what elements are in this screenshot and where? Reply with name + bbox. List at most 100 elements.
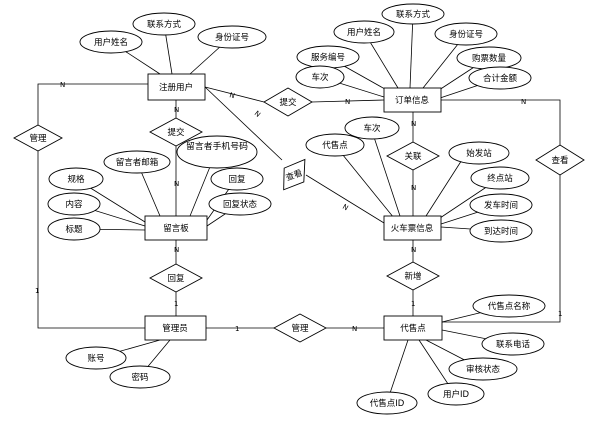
relationship-label: 新增 bbox=[404, 271, 421, 282]
relationship-label: 提交 bbox=[279, 97, 297, 108]
attribute-user-id-card: 身份证号 bbox=[197, 25, 267, 49]
relationship-add: 新增 bbox=[386, 261, 440, 291]
entity-label: 留言板 bbox=[163, 223, 189, 234]
svg-text:购票数量: 购票数量 bbox=[472, 53, 507, 64]
relationship-associate: 关联 bbox=[386, 141, 440, 171]
attribute-order-contact: 联系方式 bbox=[381, 3, 445, 25]
attribute-message-subject: 标题 bbox=[47, 217, 101, 241]
attribute-ticket-agent-point: 代售点 bbox=[305, 133, 365, 157]
relationship-label: 回复 bbox=[167, 273, 185, 284]
cardinality-label: N bbox=[228, 91, 235, 100]
cardinality-label: N bbox=[411, 246, 416, 254]
svg-text:规格: 规格 bbox=[67, 174, 85, 185]
svg-text:审核状态: 审核状态 bbox=[466, 364, 501, 375]
relationship-manage-agent: 管理 bbox=[273, 313, 327, 343]
entity-label: 管理员 bbox=[162, 323, 188, 334]
svg-text:回复状态: 回复状态 bbox=[223, 199, 258, 210]
attribute-agent-id: 代售点ID bbox=[356, 391, 418, 415]
entity-label: 火车票信息 bbox=[391, 223, 434, 234]
cardinality-label: 1 bbox=[174, 300, 178, 308]
relationship-reply: 回复 bbox=[149, 263, 203, 293]
relationship-label: 提交 bbox=[167, 127, 185, 138]
svg-text:合计金额: 合计金额 bbox=[483, 73, 518, 84]
cardinality-label: N bbox=[174, 246, 179, 254]
cardinality-label: N bbox=[345, 98, 350, 106]
svg-text:身份证号: 身份证号 bbox=[215, 32, 249, 43]
svg-text:用户姓名: 用户姓名 bbox=[347, 27, 381, 38]
svg-text:留言者邮箱: 留言者邮箱 bbox=[116, 157, 159, 168]
attribute-user-contact: 联系方式 bbox=[132, 12, 196, 36]
svg-text:联系方式: 联系方式 bbox=[396, 9, 431, 20]
svg-text:车次: 车次 bbox=[363, 123, 381, 134]
svg-text:联系方式: 联系方式 bbox=[147, 19, 182, 30]
svg-text:留言者手机号码: 留言者手机号码 bbox=[186, 141, 248, 152]
attribute-ticket-arrive-time: 到达时间 bbox=[469, 219, 533, 243]
svg-text:账号: 账号 bbox=[87, 354, 104, 364]
svg-text:代售点名称: 代售点名称 bbox=[488, 301, 531, 312]
svg-text:终点站: 终点站 bbox=[487, 173, 513, 184]
attribute-order-service-no: 服务编号 bbox=[296, 45, 360, 69]
relationship-view-ticket: 查看 bbox=[283, 158, 306, 191]
svg-text:联系电话: 联系电话 bbox=[496, 339, 531, 350]
attribute-order-ticket-qty: 购票数量 bbox=[456, 46, 522, 70]
cardinality-label: 1 bbox=[558, 310, 562, 318]
entity-registered-user: 注册用户 bbox=[147, 73, 206, 101]
svg-text:发车时间: 发车时间 bbox=[484, 200, 518, 211]
cardinality-label: N bbox=[521, 98, 526, 106]
svg-text:身份证号: 身份证号 bbox=[449, 29, 483, 40]
entity-label: 注册用户 bbox=[159, 82, 193, 93]
svg-text:回复: 回复 bbox=[228, 174, 246, 185]
attribute-ticket-train-no: 车次 bbox=[344, 116, 400, 140]
svg-text:用户ID: 用户ID bbox=[443, 389, 470, 400]
relationship-label: 关联 bbox=[404, 151, 422, 162]
cardinality-label: N bbox=[352, 325, 357, 333]
attribute-message-reply-status: 回复状态 bbox=[208, 192, 272, 216]
svg-text:服务编号: 服务编号 bbox=[311, 52, 345, 63]
svg-text:车次: 车次 bbox=[311, 72, 329, 83]
cardinality-label: N bbox=[174, 180, 179, 188]
relationship-label: 查看 bbox=[551, 155, 568, 166]
attribute-message-email: 留言者邮箱 bbox=[103, 150, 171, 174]
relationship-submit-order: 提交 bbox=[263, 87, 313, 117]
relationship-manage-user: 管理 bbox=[13, 124, 63, 152]
svg-text:密码: 密码 bbox=[131, 372, 148, 383]
attribute-order-name: 用户姓名 bbox=[333, 20, 395, 44]
cardinality-label: N bbox=[341, 203, 350, 213]
relationship-label: 查看 bbox=[284, 167, 304, 183]
attribute-order-id-card: 身份证号 bbox=[434, 22, 498, 46]
cardinality-label: 1 bbox=[235, 325, 239, 333]
attribute-agent-phone: 联系电话 bbox=[481, 332, 545, 356]
cardinality-label: N bbox=[174, 106, 179, 114]
cardinality-label: N bbox=[253, 109, 262, 119]
entity-label: 代售点 bbox=[400, 323, 426, 334]
relationship-label: 管理 bbox=[29, 133, 47, 144]
relationship-submit-message: 提交 bbox=[149, 117, 203, 147]
attribute-agent-audit: 审核状态 bbox=[448, 357, 518, 381]
attribute-user-name: 用户姓名 bbox=[79, 30, 143, 54]
cardinality-label: 1 bbox=[411, 300, 415, 308]
attribute-agent-user-id: 用户ID bbox=[427, 382, 485, 406]
cardinality-label: N bbox=[60, 81, 65, 89]
attribute-ticket-departure: 始发站 bbox=[448, 141, 510, 165]
attribute-agent-name: 代售点名称 bbox=[472, 294, 546, 318]
cardinality-label: 1 bbox=[35, 287, 39, 295]
cardinality-label: N bbox=[411, 184, 416, 192]
entity-administrator: 管理员 bbox=[144, 315, 207, 341]
attribute-ticket-depart-time: 发车时间 bbox=[469, 193, 533, 217]
svg-text:内容: 内容 bbox=[65, 199, 83, 210]
attribute-message-content: 内容 bbox=[47, 192, 101, 216]
attribute-message-title: 规格 bbox=[48, 167, 104, 191]
svg-text:标题: 标题 bbox=[65, 224, 83, 235]
svg-text:代售点: 代售点 bbox=[322, 140, 348, 151]
svg-text:始发站: 始发站 bbox=[466, 148, 492, 159]
attribute-message-reply: 回复 bbox=[210, 167, 264, 191]
entity-agent-point: 代售点 bbox=[383, 315, 443, 341]
attribute-admin-password: 密码 bbox=[109, 365, 171, 389]
attribute-message-phone: 留言者手机号码 bbox=[176, 135, 258, 169]
cardinality-labels: N N N N N N N 1 N N N 1 N 1 1 N N 1 bbox=[35, 81, 562, 333]
attribute-admin-account: 账号 bbox=[65, 346, 127, 370]
entity-order-info: 订单信息 bbox=[383, 87, 442, 113]
relationship-label: 管理 bbox=[291, 323, 309, 334]
cardinality-label: N bbox=[411, 120, 416, 128]
